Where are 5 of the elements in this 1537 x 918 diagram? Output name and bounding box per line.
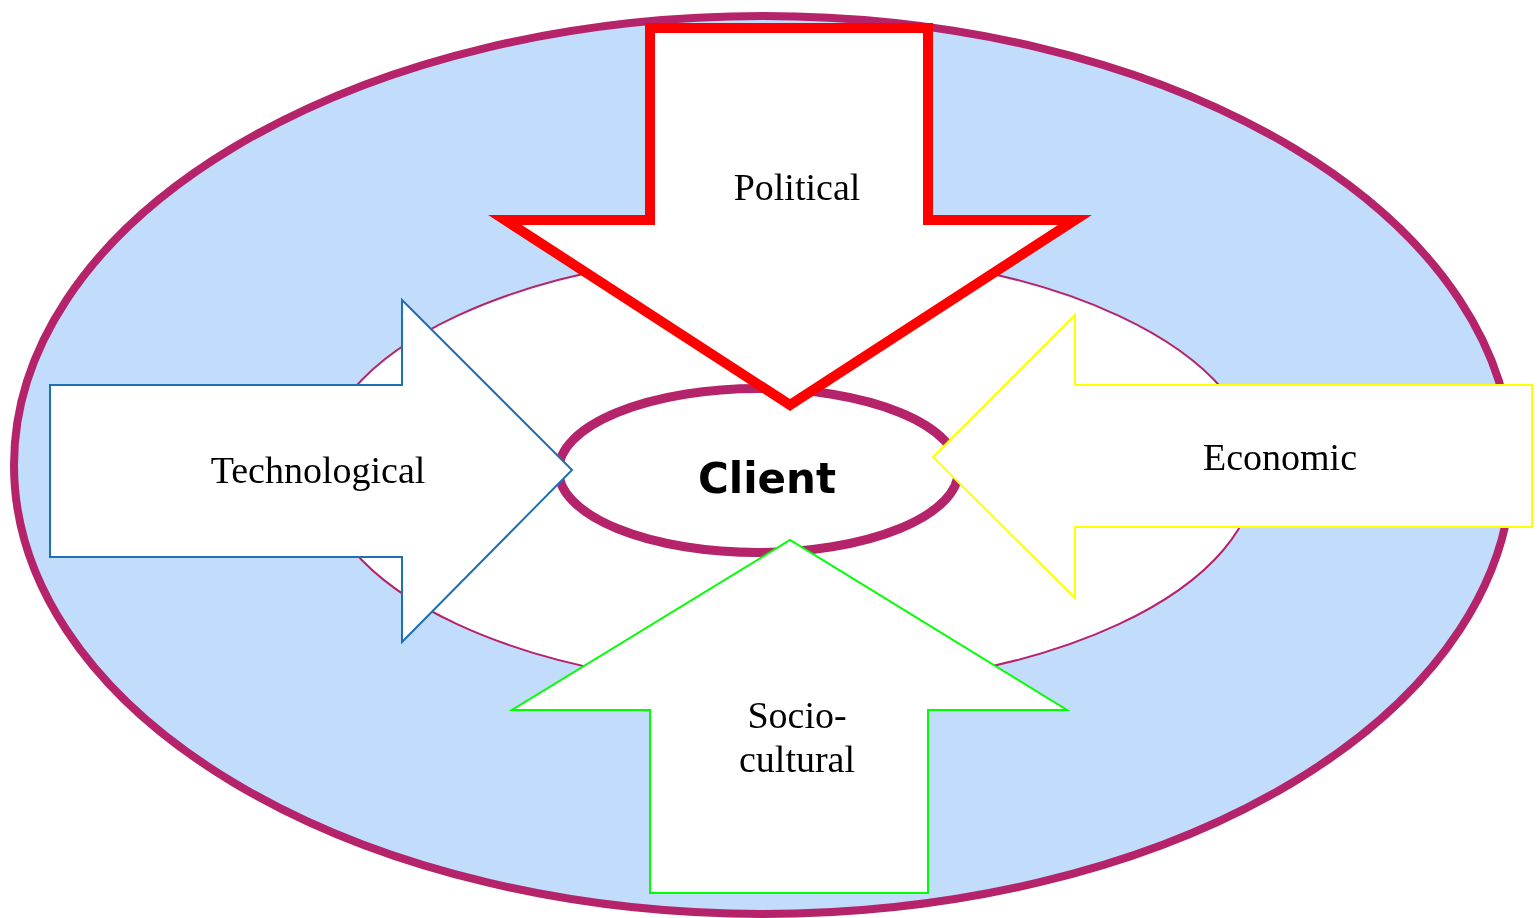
label-text: Socio-cultural (737, 693, 857, 781)
label-text: Client (697, 453, 837, 503)
label-text: Technological (210, 448, 426, 492)
label-text: Economic (1202, 435, 1358, 479)
label-text: Political (733, 165, 861, 209)
